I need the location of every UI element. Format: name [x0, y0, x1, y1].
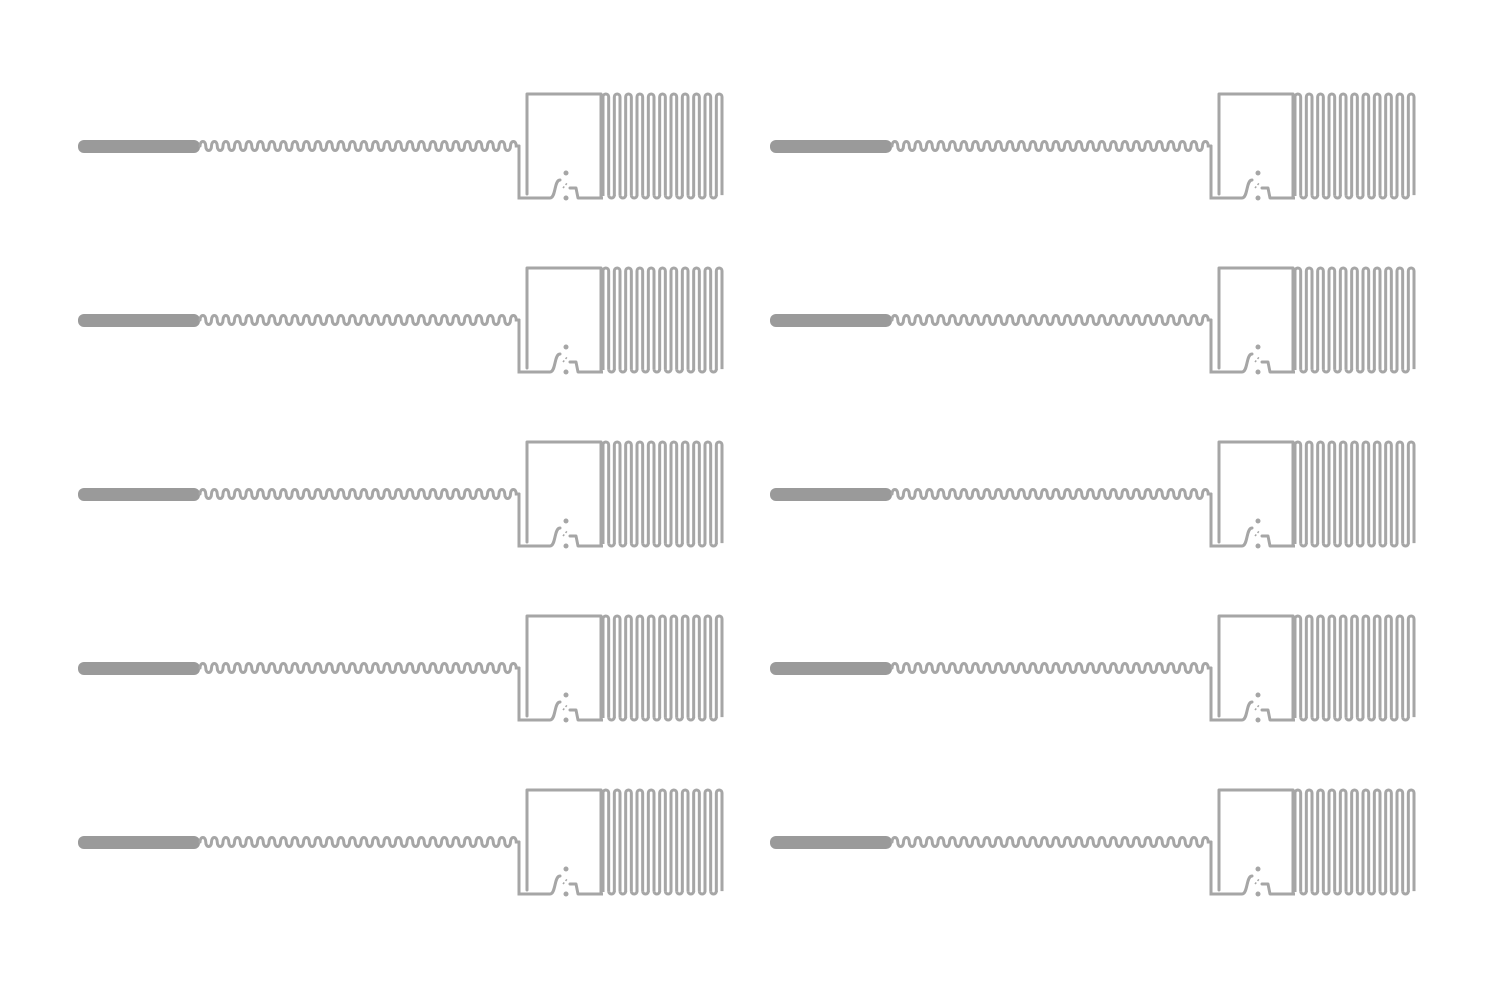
rfid-inlay: [770, 614, 1416, 723]
rfid-inlay: [78, 614, 724, 723]
chip-icon: [1254, 355, 1261, 363]
chip-icon: [562, 529, 569, 537]
wave-meander: [198, 140, 521, 152]
chip-pad-top: [563, 692, 569, 698]
rfid-inlay: [770, 788, 1416, 897]
wave-meander: [198, 314, 521, 326]
antenna-bar: [78, 488, 200, 501]
loop-rectangle: [525, 266, 603, 374]
feed-line: [1209, 492, 1254, 548]
feed-line: [517, 492, 562, 548]
chip-pad-top: [563, 170, 569, 176]
rfid-inlay: [770, 440, 1416, 549]
antenna-bar: [770, 314, 892, 327]
wave-meander: [198, 836, 521, 848]
chip-icon: [1254, 703, 1261, 711]
antenna-bar: [78, 314, 200, 327]
feed-line: [517, 666, 562, 722]
chip-icon: [1254, 529, 1261, 537]
loop-rectangle: [525, 788, 603, 896]
feed-line: [517, 318, 562, 374]
feed-line: [1209, 840, 1254, 896]
wave-meander: [890, 836, 1213, 848]
chip-pad-top: [563, 518, 569, 524]
antenna-bar: [78, 836, 200, 849]
finger-meander: [601, 266, 724, 374]
chip-icon: [1254, 181, 1261, 189]
finger-meander: [1293, 788, 1416, 896]
feed-line: [1209, 318, 1254, 374]
rfid-inlay: [770, 266, 1416, 375]
feed-line: [517, 144, 562, 200]
wave-meander: [198, 488, 521, 500]
chip-pad-bottom: [1255, 369, 1261, 375]
chip-pad-top: [563, 866, 569, 872]
chip-pad-bottom: [563, 891, 569, 897]
chip-icon: [562, 181, 569, 189]
antenna-bar: [770, 836, 892, 849]
chip-icon: [562, 877, 569, 885]
antenna-bar: [770, 488, 892, 501]
loop-rectangle: [525, 92, 603, 200]
antenna-bar: [770, 140, 892, 153]
chip-pad-top: [563, 344, 569, 350]
chip-pad-top: [1255, 518, 1261, 524]
wave-meander: [890, 488, 1213, 500]
finger-meander: [601, 440, 724, 548]
loop-rectangle: [1217, 614, 1295, 722]
loop-rectangle: [525, 614, 603, 722]
chip-pad-bottom: [1255, 543, 1261, 549]
feed-line: [517, 840, 562, 896]
finger-meander: [601, 92, 724, 200]
wave-meander: [198, 662, 521, 674]
loop-rectangle: [1217, 788, 1295, 896]
chip-icon: [562, 355, 569, 363]
finger-meander: [1293, 266, 1416, 374]
chip-pad-bottom: [563, 543, 569, 549]
chip-pad-top: [1255, 866, 1261, 872]
finger-meander: [601, 614, 724, 722]
chip-icon: [1254, 877, 1261, 885]
wave-meander: [890, 662, 1213, 674]
wave-meander: [890, 140, 1213, 152]
chip-pad-top: [1255, 170, 1261, 176]
rfid-inlay: [78, 440, 724, 549]
antenna-bar: [770, 662, 892, 675]
loop-rectangle: [1217, 440, 1295, 548]
rfid-inlay: [78, 266, 724, 375]
rfid-inlay: [78, 788, 724, 897]
chip-icon: [562, 703, 569, 711]
chip-pad-bottom: [1255, 891, 1261, 897]
chip-pad-bottom: [1255, 195, 1261, 201]
chip-pad-bottom: [563, 195, 569, 201]
wave-meander: [890, 314, 1213, 326]
finger-meander: [1293, 440, 1416, 548]
chip-pad-bottom: [563, 369, 569, 375]
antenna-bar: [78, 662, 200, 675]
loop-rectangle: [525, 440, 603, 548]
feed-line: [1209, 144, 1254, 200]
chip-pad-top: [1255, 344, 1261, 350]
chip-pad-top: [1255, 692, 1261, 698]
loop-rectangle: [1217, 266, 1295, 374]
finger-meander: [1293, 92, 1416, 200]
chip-pad-bottom: [1255, 717, 1261, 723]
chip-pad-bottom: [563, 717, 569, 723]
rfid-inlay: [78, 92, 724, 201]
feed-line: [1209, 666, 1254, 722]
finger-meander: [1293, 614, 1416, 722]
loop-rectangle: [1217, 92, 1295, 200]
rfid-inlay: [770, 92, 1416, 201]
finger-meander: [601, 788, 724, 896]
antenna-bar: [78, 140, 200, 153]
